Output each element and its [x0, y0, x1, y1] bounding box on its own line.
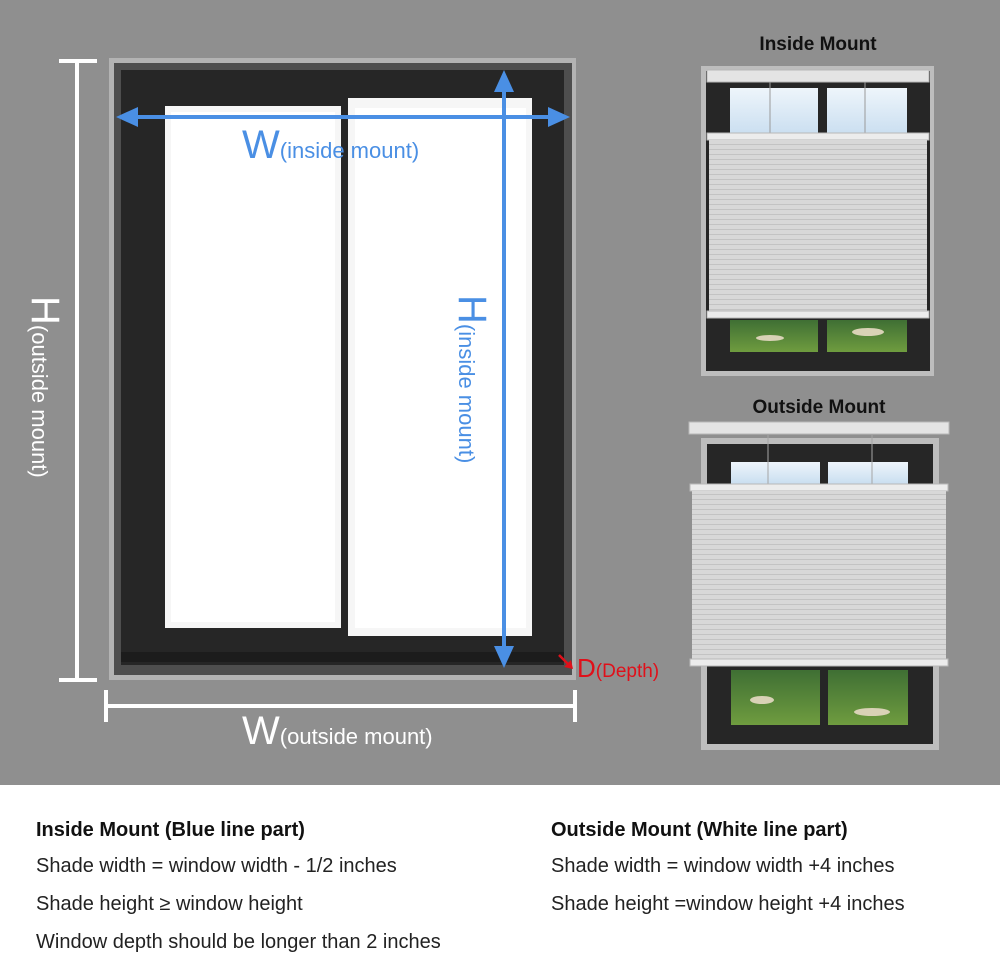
- outside-mount-notes: Outside Mount (White line part) Shade wi…: [551, 818, 991, 930]
- depth-letter: D: [577, 653, 596, 683]
- w-inside-letter: W: [242, 123, 280, 167]
- outside-sky-left: [731, 462, 820, 484]
- outside-mount-title: Outside Mount: [753, 397, 887, 418]
- inside-sky-left: [730, 88, 818, 136]
- w-outside-label: W(outside mount): [242, 709, 433, 753]
- inside-note-depth: Window depth should be longer than 2 inc…: [36, 931, 441, 953]
- depth-label: D(Depth): [577, 653, 659, 683]
- h-outside-line: [59, 59, 97, 682]
- w-outside-line: [104, 690, 577, 722]
- inside-sky-right: [827, 88, 907, 136]
- h-inside-arrow: [494, 70, 514, 668]
- inside-mount-notes: Inside Mount (Blue line part) Shade widt…: [36, 818, 516, 968]
- inside-grass-right: [827, 320, 907, 352]
- inside-mount-title: Inside Mount: [759, 34, 877, 55]
- w-inside-arrow: [116, 107, 570, 127]
- h-outside-letter: H: [23, 296, 67, 325]
- measurement-diagram: W(inside mount) H(inside mount) H(outsid…: [0, 0, 1000, 785]
- inside-notes-heading: Inside Mount (Blue line part): [36, 819, 305, 841]
- w-outside-note: (outside mount): [280, 724, 433, 749]
- outside-shade-bottom-rail: [689, 658, 949, 667]
- inside-shade: [709, 140, 927, 312]
- inside-mount-window: [701, 66, 934, 376]
- left-pane-glass: [171, 112, 335, 622]
- h-outside-label: H(outside mount): [23, 296, 67, 478]
- outside-note-width: Shade width = window width +4 inches: [551, 855, 895, 877]
- inside-note-width: Shade width = window width - 1/2 inches: [36, 855, 397, 877]
- inside-headrail: [706, 69, 930, 83]
- outside-sky-right: [828, 462, 908, 484]
- outside-sand-left: [750, 696, 774, 704]
- main-window: [109, 58, 576, 680]
- right-pane-glass: [355, 108, 526, 628]
- outside-shade: [692, 491, 946, 660]
- inside-sand-left: [756, 335, 784, 341]
- outside-grass-right: [828, 670, 908, 725]
- h-inside-letter: H: [450, 295, 494, 324]
- outside-headrail: [688, 421, 950, 435]
- outside-note-height: Shade height =window height +4 inches: [551, 893, 905, 915]
- h-inside-label: H(inside mount): [450, 295, 494, 463]
- depth-arrow: [558, 654, 573, 669]
- window-sill: [121, 652, 564, 662]
- h-inside-note: (inside mount): [454, 324, 479, 463]
- h-outside-note: (outside mount): [27, 325, 52, 478]
- outside-grass-left: [731, 670, 820, 725]
- outside-mount-window: [688, 421, 950, 750]
- inside-shade-top-rail: [706, 132, 930, 141]
- outside-sand-right: [854, 708, 890, 716]
- inside-shade-bottom-rail: [706, 310, 930, 319]
- outside-notes-heading: Outside Mount (White line part): [551, 819, 848, 841]
- inside-note-height: Shade height ≥ window height: [36, 893, 303, 915]
- depth-note: (Depth): [596, 661, 659, 682]
- w-inside-label: W(inside mount): [242, 123, 419, 167]
- outside-shade-top-rail: [689, 483, 949, 492]
- w-outside-letter: W: [242, 709, 280, 753]
- w-inside-note: (inside mount): [280, 138, 419, 163]
- inside-sand-right: [852, 328, 884, 336]
